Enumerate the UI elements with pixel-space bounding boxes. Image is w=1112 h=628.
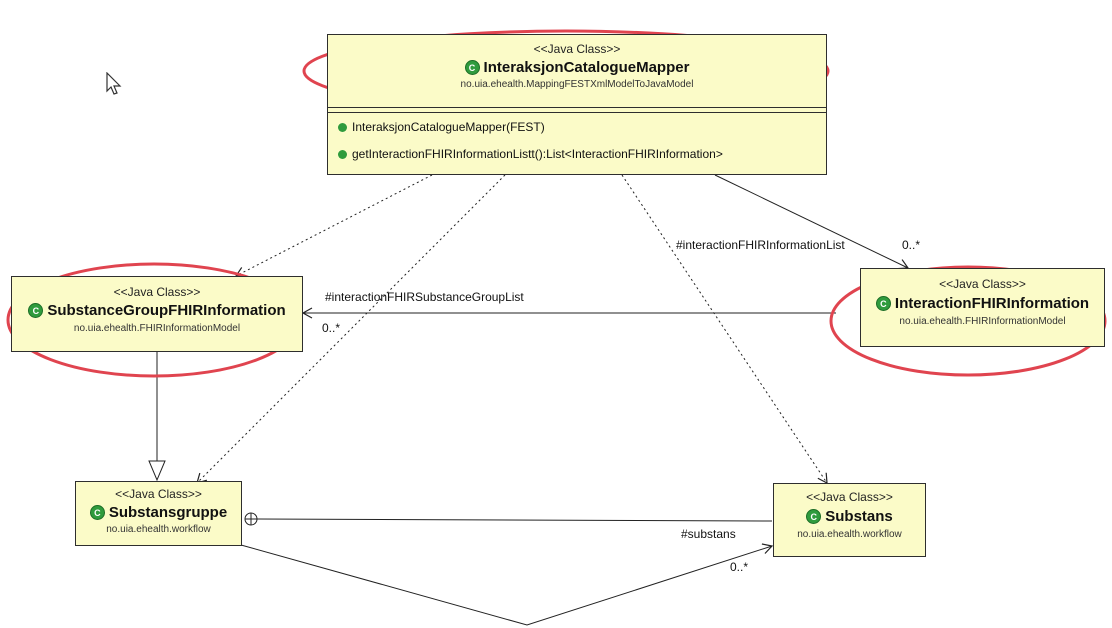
stereotype-label: <<Java Class>> <box>533 42 621 56</box>
package-label: no.uia.ehealth.MappingFESTXmlModelToJava… <box>460 79 694 90</box>
stereotype-label: <<Java Class>> <box>939 277 1026 291</box>
dependency-mapper-to-substans <box>621 174 828 485</box>
association-interaction-list <box>714 174 910 270</box>
class-icon: C <box>28 303 44 318</box>
separator <box>328 112 826 113</box>
highlight-ellipse-interaction <box>829 265 1107 377</box>
class-name-text: SubstanceGroupFHIRInformation <box>47 302 286 319</box>
class-name-text: InteraksjonCatalogueMapper <box>483 59 690 76</box>
multiplicity-interaction-list: 0..* <box>902 238 921 252</box>
multiplicity-substance-group-list: 0..* <box>322 321 341 335</box>
class-icon: C <box>875 296 891 311</box>
association-substans-lower <box>240 543 774 626</box>
stereotype-label: <<Java Class>> <box>113 285 201 299</box>
operation-constructor[interactable]: InteraksjonCatalogueMapper(FEST) <box>338 120 545 134</box>
class-substansgruppe[interactable]: <<Java Class>> C Substansgruppe no.uia.e… <box>75 481 242 546</box>
operation-text: getInteractionFHIRInformationListt():Lis… <box>352 147 723 161</box>
package-label: no.uia.ehealth.FHIRInformationModel <box>73 323 241 334</box>
operation-text: InteraksjonCatalogueMapper(FEST) <box>352 120 545 134</box>
class-name-text: Substansgruppe <box>108 504 228 521</box>
package-label: no.uia.ehealth.workflow <box>106 524 211 535</box>
association-label-substans: #substans <box>681 527 736 541</box>
stereotype-label: <<Java Class>> <box>115 487 202 501</box>
class-icon: C <box>806 509 822 524</box>
dependency-mapper-to-substancegroup <box>234 174 433 277</box>
class-name: C InteraksjonCatalogueMapper <box>464 59 690 76</box>
class-substance-group-fhir-information[interactable]: <<Java Class>> C SubstanceGroupFHIRInfor… <box>11 276 303 352</box>
stereotype-label: <<Java Class>> <box>806 490 893 504</box>
class-name-text: InteractionFHIRInformation <box>894 295 1090 312</box>
class-icon: C <box>464 60 480 75</box>
constructor-icon <box>338 122 347 132</box>
operation-get-list[interactable]: getInteractionFHIRInformationListt():Lis… <box>338 147 723 161</box>
package-label: no.uia.ehealth.FHIRInformationModel <box>899 316 1066 327</box>
class-name-text: Substans <box>825 508 893 525</box>
association-label-substance-group-list: #interactionFHIRSubstanceGroupList <box>325 290 524 304</box>
mouse-pointer-icon <box>106 72 122 95</box>
package-label: no.uia.ehealth.workflow <box>797 529 902 540</box>
class-name: C InteractionFHIRInformation <box>875 295 1090 312</box>
class-name: C SubstanceGroupFHIRInformation <box>28 302 286 319</box>
generalization-triangle <box>148 460 166 482</box>
association-label-interaction-list: #interactionFHIRInformationList <box>676 238 845 252</box>
separator <box>328 107 826 108</box>
class-name: C Substans <box>806 508 893 525</box>
class-substans[interactable]: <<Java Class>> C Substans no.uia.ehealth… <box>773 483 926 557</box>
class-interaksjon-catalogue-mapper[interactable]: <<Java Class>> C InteraksjonCatalogueMap… <box>327 34 827 175</box>
method-icon <box>338 149 347 159</box>
class-interaction-fhir-information[interactable]: <<Java Class>> C InteractionFHIRInformat… <box>860 268 1105 347</box>
class-name: C Substansgruppe <box>89 504 228 521</box>
multiplicity-substans: 0..* <box>730 560 749 574</box>
association-substans <box>256 518 773 522</box>
class-icon: C <box>89 505 105 520</box>
